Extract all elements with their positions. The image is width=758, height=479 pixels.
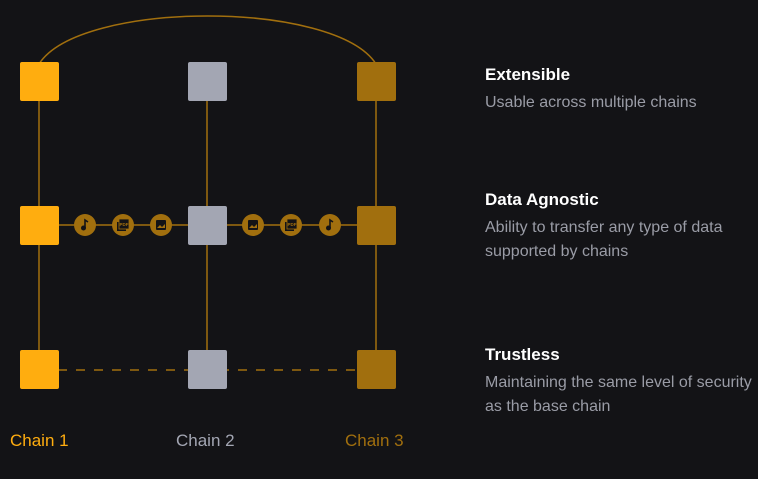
chain2-label: Chain 2 [176, 431, 235, 450]
chain1-block [20, 206, 59, 245]
feature-extensible: Extensible Usable across multiple chains [485, 65, 755, 115]
feature-desc: Maintaining the same level of security a… [485, 374, 752, 415]
feature-title: Extensible [485, 65, 571, 84]
svg-text:PDF: PDF [120, 222, 129, 227]
bridge-arc [38, 15, 377, 65]
music-icon [74, 214, 96, 236]
chain2-block [188, 206, 227, 245]
pdf-icon: PDF [280, 214, 302, 236]
chain3-label: Chain 3 [345, 431, 404, 450]
svg-text:PDF: PDF [288, 222, 297, 227]
feature-title: Trustless [485, 345, 560, 364]
chain1-block [20, 350, 59, 389]
feature-desc: Usable across multiple chains [485, 94, 697, 111]
chain2-block [188, 62, 227, 101]
image-icon [150, 214, 172, 236]
chain1-block [20, 62, 59, 101]
feature-trustless: Trustless Maintaining the same level of … [485, 345, 755, 419]
pdf-icon: PDF [112, 214, 134, 236]
feature-desc: Ability to transfer any type of data sup… [485, 219, 723, 260]
chain1-label: Chain 1 [10, 431, 69, 450]
feature-title: Data Agnostic [485, 190, 599, 209]
chain2-block [188, 350, 227, 389]
image-icon [242, 214, 264, 236]
feature-data-agnostic: Data Agnostic Ability to transfer any ty… [485, 190, 755, 264]
chain3-block [357, 206, 396, 245]
music-icon [319, 214, 341, 236]
chain3-block [357, 62, 396, 101]
chain3-block [357, 350, 396, 389]
